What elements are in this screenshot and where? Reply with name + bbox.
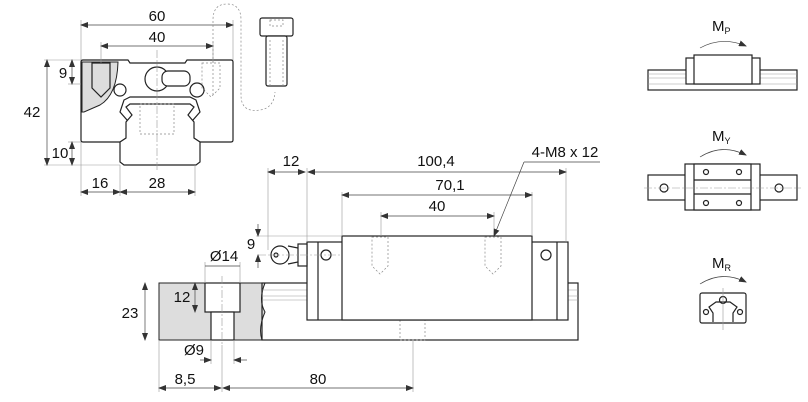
through-hole — [210, 311, 235, 341]
rotation-arrow-icon — [699, 276, 747, 285]
counterbore — [204, 282, 241, 313]
side-view: 12 100,4 70,1 40 9 Ø14 12 23 Ø9 8,5 80 4… — [122, 144, 600, 392]
dim-12-nipple: 12 — [283, 153, 300, 170]
dim-80: 80 — [310, 371, 327, 388]
svg-text:MP: MP — [712, 18, 731, 36]
dim-60: 60 — [149, 8, 166, 25]
section-hatch — [81, 61, 119, 113]
tapped-hole-right — [201, 62, 221, 98]
dim-40-front: 40 — [149, 29, 166, 46]
svg-text:MR: MR — [712, 255, 732, 273]
front-view: 60 40 9 42 10 16 28 — [24, 3, 294, 196]
rotation-arrow-icon — [699, 149, 747, 158]
carriage-block-front — [80, 59, 234, 143]
tapped-hole-left — [91, 62, 111, 98]
moment-yaw: MY — [644, 128, 801, 211]
dim-100-4: 100,4 — [417, 153, 455, 170]
moment-label: M — [712, 255, 725, 272]
dim-dia-14: Ø14 — [210, 248, 238, 265]
bolt-insertion-path — [212, 3, 276, 111]
carriage-body — [341, 235, 533, 321]
end-seal-screw-icon — [540, 249, 552, 261]
moment-subscript: R — [725, 263, 732, 273]
mounting-bolt-icon — [259, 17, 294, 87]
dim-28: 28 — [149, 175, 166, 192]
dim-42: 42 — [24, 104, 41, 121]
dim-16: 16 — [92, 175, 109, 192]
moment-label: M — [712, 18, 725, 35]
dim-9-side: 9 — [247, 236, 255, 253]
dim-40-side: 40 — [429, 198, 446, 215]
dim-8-5: 8,5 — [175, 371, 196, 388]
dim-12-counterbore: 12 — [174, 289, 191, 306]
rail-front — [119, 103, 201, 166]
dim-9-front: 9 — [59, 65, 67, 82]
thread-callout: 4-M8 x 12 — [532, 144, 599, 161]
dim-10: 10 — [52, 145, 69, 162]
moment-label: M — [712, 128, 725, 145]
moment-subscript: P — [725, 26, 731, 36]
moment-pitch: MP — [647, 18, 798, 91]
svg-text:MY: MY — [712, 128, 731, 146]
dim-dia-9: Ø9 — [184, 342, 204, 359]
screw-left-icon — [113, 83, 127, 97]
screw-right-icon — [189, 82, 205, 98]
moment-subscript: Y — [725, 136, 731, 146]
moment-roll: MR — [699, 255, 747, 330]
dim-23: 23 — [122, 305, 139, 322]
dim-70-1: 70,1 — [435, 177, 464, 194]
rotation-arrow-icon — [699, 40, 747, 49]
